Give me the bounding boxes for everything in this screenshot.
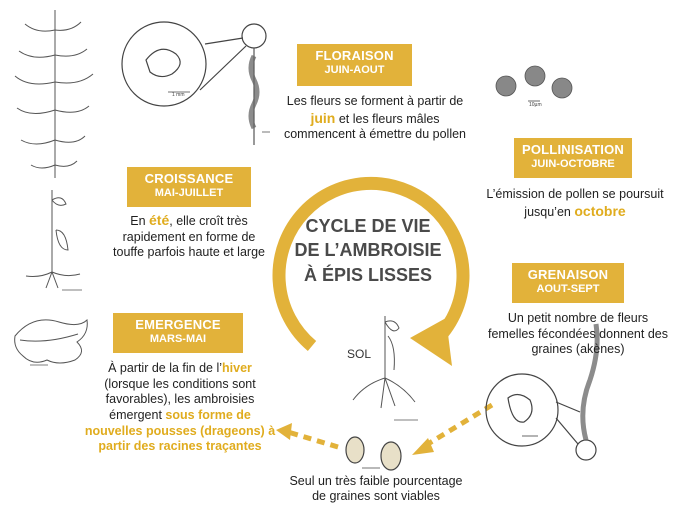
croissance-title: CROISSANCE	[127, 172, 251, 187]
floraison-highlight-juin: juin	[310, 110, 335, 126]
plant-illustration-sprout	[353, 316, 418, 420]
grenaison-description: Un petit nombre de fleurs femelles fécon…	[478, 311, 678, 358]
leaf-illustration	[15, 320, 88, 365]
seeds-caption-line-1: Seul un très faible pourcentage	[266, 474, 486, 489]
croissance-desc-line-3: touffe parfois haute et large	[104, 245, 274, 261]
emergence-desc-line-1-start: À partir de la fin de l’	[108, 361, 222, 375]
croissance-description: En été, elle croît très rapidement en fo…	[104, 212, 274, 261]
emergence-highlight-a: à	[268, 424, 275, 438]
croissance-desc-line-1: En été, elle croît très	[104, 212, 274, 230]
emergence-desc-line-3: favorables), les ambroisies	[82, 392, 278, 408]
emergence-highlight-hiver: hiver	[222, 361, 252, 375]
pollinisation-title: POLLINISATION	[514, 143, 632, 158]
emergence-highlight-pousses: nouvelles pousses (drageons)	[85, 424, 265, 438]
pollen-grain-icon	[496, 66, 572, 101]
seed-icon	[346, 437, 401, 470]
emergence-highlight-racines: partir des racines traçantes	[98, 439, 261, 453]
pollinisation-desc-line-1: L’émission de pollen se poursuit	[470, 187, 678, 203]
emergence-desc-line-2: (lorsque les conditions sont	[82, 377, 278, 393]
emergence-title: EMERGENCE	[113, 318, 243, 333]
plant-illustration-mature	[15, 10, 93, 178]
emergence-description: À partir de la fin de l’hiver (lorsque l…	[82, 361, 278, 455]
magnified-flower-illustration	[122, 22, 266, 106]
floraison-desc-line-1: Les fleurs se forment à partir de	[270, 94, 480, 110]
grenaison-desc-line-2: femelles fécondées donnent des	[478, 327, 678, 343]
dashed-arrow-seeds-to-emergence	[276, 423, 338, 447]
croissance-highlight-ete: été	[149, 212, 169, 228]
pollinisation-period: JUIN-OCTOBRE	[514, 158, 632, 171]
emergence-desc-line-4: émergent sous forme de	[82, 408, 278, 424]
grenaison-badge: GRENAISON AOUT-SEPT	[512, 263, 624, 303]
dashed-arrow-grenaison-to-seeds	[412, 405, 492, 455]
cycle-title: CYCLE DE VIE DE L’AMBROISIE À ÉPIS LISSE…	[288, 214, 448, 287]
plant-illustration-growth	[26, 190, 82, 290]
scale-label-10um: 10µm	[529, 102, 542, 108]
floraison-desc-line-2: juin et les fleurs mâles	[270, 110, 480, 128]
pollinisation-badge: POLLINISATION JUIN-OCTOBRE	[514, 138, 632, 178]
croissance-badge: CROISSANCE MAI-JUILLET	[127, 167, 251, 207]
croissance-desc-line-1-rest: , elle croît très	[169, 214, 248, 228]
floraison-period: JUIN-AOUT	[297, 64, 412, 77]
pollinisation-highlight-octobre: octobre	[574, 203, 625, 219]
sol-label: SOL	[347, 347, 371, 361]
pollinisation-description: L’émission de pollen se poursuit jusqu’e…	[470, 187, 678, 220]
flower-spike-illustration	[251, 48, 270, 145]
croissance-desc-en: En	[130, 214, 145, 228]
cycle-title-line-3: À ÉPIS LISSES	[288, 263, 448, 287]
floraison-description: Les fleurs se forment à partir de juin e…	[270, 94, 480, 143]
emergence-desc-emergent: émergent	[109, 408, 162, 422]
croissance-period: MAI-JUILLET	[127, 187, 251, 200]
scale-label-1mm: 1 mm	[172, 92, 185, 98]
floraison-desc-line-3: commencent à émettre du pollen	[270, 127, 480, 143]
emergence-desc-line-6: partir des racines traçantes	[82, 439, 278, 455]
croissance-desc-line-2: rapidement en forme de	[104, 230, 274, 246]
emergence-period: MARS-MAI	[113, 333, 243, 346]
grenaison-period: AOUT-SEPT	[512, 283, 624, 296]
cycle-title-line-2: DE L’AMBROISIE	[288, 238, 448, 262]
cycle-title-line-1: CYCLE DE VIE	[288, 214, 448, 238]
seeds-caption: Seul un très faible pourcentage de grain…	[266, 474, 486, 504]
grenaison-desc-line-1: Un petit nombre de fleurs	[478, 311, 678, 327]
emergence-badge: EMERGENCE MARS-MAI	[113, 313, 243, 353]
floraison-desc-line-2-rest: et les fleurs mâles	[339, 112, 440, 126]
grenaison-desc-line-3: graines (akènes)	[478, 342, 678, 358]
pollinisation-desc-line-2-start: jusqu’en	[524, 205, 571, 219]
grenaison-title: GRENAISON	[512, 268, 624, 283]
seeds-caption-line-2: de graines sont viables	[266, 489, 486, 504]
emergence-desc-line-5: nouvelles pousses (drageons) à	[82, 424, 278, 440]
floraison-badge: FLORAISON JUIN-AOUT	[297, 44, 412, 86]
emergence-desc-line-1: À partir de la fin de l’hiver	[82, 361, 278, 377]
floraison-title: FLORAISON	[297, 49, 412, 64]
pollinisation-desc-line-2: jusqu’en octobre	[470, 203, 678, 221]
emergence-highlight-forme: sous forme de	[165, 408, 250, 422]
